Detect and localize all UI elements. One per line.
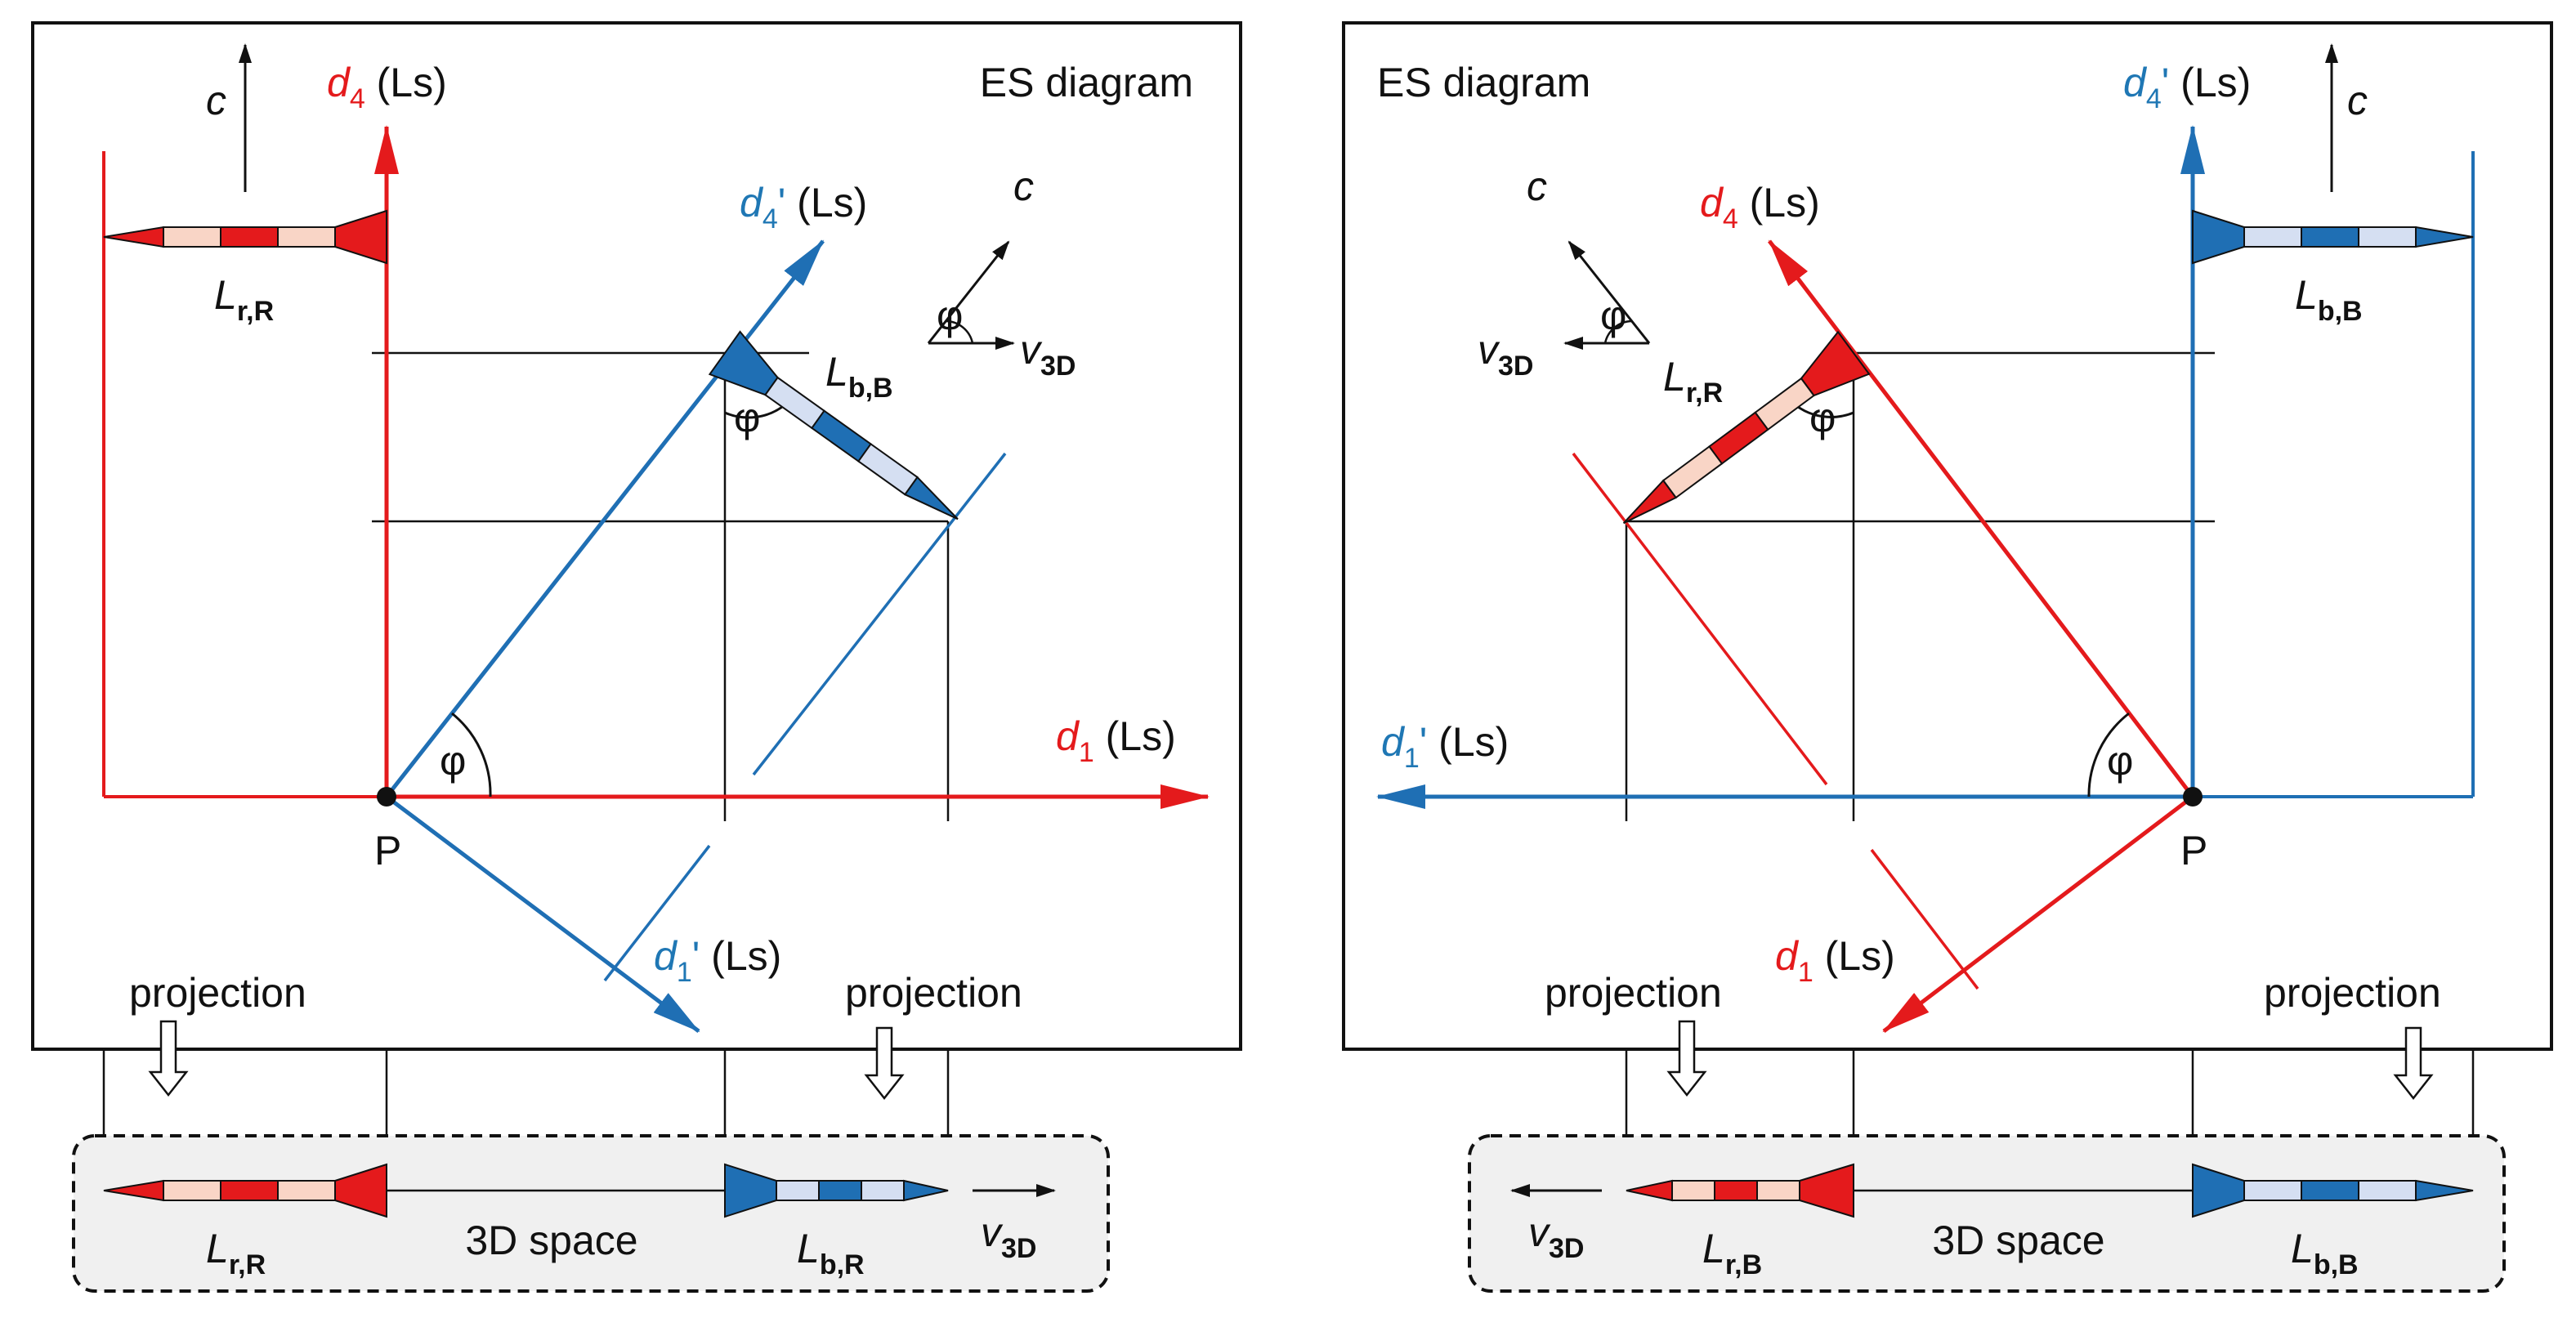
right-3d-space-label: 3D space xyxy=(1932,1218,2104,1263)
left-d1-label: d1 (Ls) xyxy=(1056,713,1176,768)
left-c-label-triangle: c xyxy=(1013,163,1034,209)
left-phi-origin: φ xyxy=(440,738,466,784)
right-d4-label: d4 (Ls) xyxy=(1700,180,1820,235)
right-3d-v3d-label: v3D xyxy=(1528,1209,1584,1264)
right-projection-arrow-b xyxy=(2393,1026,2434,1101)
right-phi-arc-rod xyxy=(1794,403,1854,418)
right-projection-arrow-a xyxy=(1666,1020,1707,1097)
right-v3d-label: v3D xyxy=(1478,327,1533,382)
right-red-worldline xyxy=(1572,452,1828,786)
right-d1prime-label: d1' (Ls) xyxy=(1381,719,1509,774)
left-d4prime-axis xyxy=(385,239,825,798)
right-phi-rod: φ xyxy=(1809,395,1836,440)
right-origin-label: P xyxy=(2180,828,2207,874)
right-rod-top xyxy=(2192,209,2474,265)
left-3d-v3d-label: v3D xyxy=(981,1209,1036,1264)
left-origin-label: P xyxy=(374,828,401,874)
left-c-label: c xyxy=(206,78,226,123)
right-3d-rod-blue xyxy=(2192,1163,2474,1218)
right-d1-label: d1 (Ls) xyxy=(1775,933,1895,988)
left-d1prime-label: d1' (Ls) xyxy=(654,933,781,988)
left-projection-arrow-b xyxy=(864,1026,905,1101)
right-c-label: c xyxy=(2347,78,2368,123)
left-projection-label-a: projection xyxy=(129,970,306,1016)
left-3d-rod-blue xyxy=(724,1163,949,1218)
left-c-v3d-triangle xyxy=(927,240,1015,350)
right-d4prime-label: d4' (Ls) xyxy=(2123,60,2251,114)
right-3d-rod-red xyxy=(1626,1163,1854,1218)
left-3d-rod-blue-label: Lb,R xyxy=(797,1226,865,1280)
right-3d-rod-blue-label: Lb,B xyxy=(2291,1226,2359,1280)
left-d4-label: d4 (Ls) xyxy=(327,60,447,114)
left-rod-top-label: Lr,R xyxy=(214,272,274,327)
left-phi-arc-origin xyxy=(451,712,492,798)
left-3d-rod-red-label: Lr,R xyxy=(206,1226,266,1280)
left-projection-label-b: projection xyxy=(845,970,1022,1016)
left-rod-top xyxy=(103,209,387,265)
left-blue-axes xyxy=(385,239,1007,1033)
left-rod-diag-label: Lb,B xyxy=(825,349,893,404)
left-phi-rod: φ xyxy=(734,395,760,440)
right-phi-triangle: φ xyxy=(1600,293,1626,338)
right-d1-axis xyxy=(1882,795,2194,1033)
left-3d-space-box xyxy=(72,1134,1110,1293)
right-3d-rod-red-label: Lr,B xyxy=(1702,1226,1762,1280)
right-origin-point xyxy=(2183,787,2203,807)
left-d4prime-label: d4' (Ls) xyxy=(740,180,867,235)
left-rod-diagonal xyxy=(708,330,959,521)
right-c-label-triangle: c xyxy=(1527,163,1547,209)
left-panel: ES diagram d4 (Ls) d1 (Ls) d4' (Ls) d1' … xyxy=(31,21,1242,1293)
right-rod-diagonal xyxy=(1622,330,1871,525)
right-rod-diag-label: Lr,R xyxy=(1663,354,1723,409)
left-phi-arc-rod xyxy=(724,403,786,419)
right-c-v3d-triangle xyxy=(1563,240,1651,350)
right-panel: ES diagram d4' (Ls) d1' (Ls) d4 (Ls) d1 … xyxy=(1342,21,2553,1293)
right-guide-lines xyxy=(1625,351,2475,1136)
left-3d-rod-red xyxy=(103,1163,387,1218)
right-projection-label-b: projection xyxy=(2264,970,2441,1016)
right-phi-origin: φ xyxy=(2107,738,2133,784)
left-blue-worldline xyxy=(752,452,1007,776)
left-phi-triangle: φ xyxy=(937,293,963,338)
left-projection-arrow-a xyxy=(148,1020,189,1097)
left-d1prime-axis xyxy=(385,795,700,1033)
right-rod-top-label: Lb,B xyxy=(2295,272,2363,327)
left-title: ES diagram xyxy=(980,60,1193,105)
right-phi-arc-origin xyxy=(2087,712,2130,798)
right-3d-space-box xyxy=(1468,1134,2506,1293)
left-panel-frame xyxy=(31,21,1242,1051)
left-v3d-label: v3D xyxy=(1020,327,1076,382)
left-origin-point xyxy=(377,787,396,807)
right-title: ES diagram xyxy=(1377,60,1590,105)
right-panel-frame xyxy=(1342,21,2553,1051)
right-projection-label-a: projection xyxy=(1545,970,1722,1016)
left-3d-space-label: 3D space xyxy=(465,1218,637,1263)
